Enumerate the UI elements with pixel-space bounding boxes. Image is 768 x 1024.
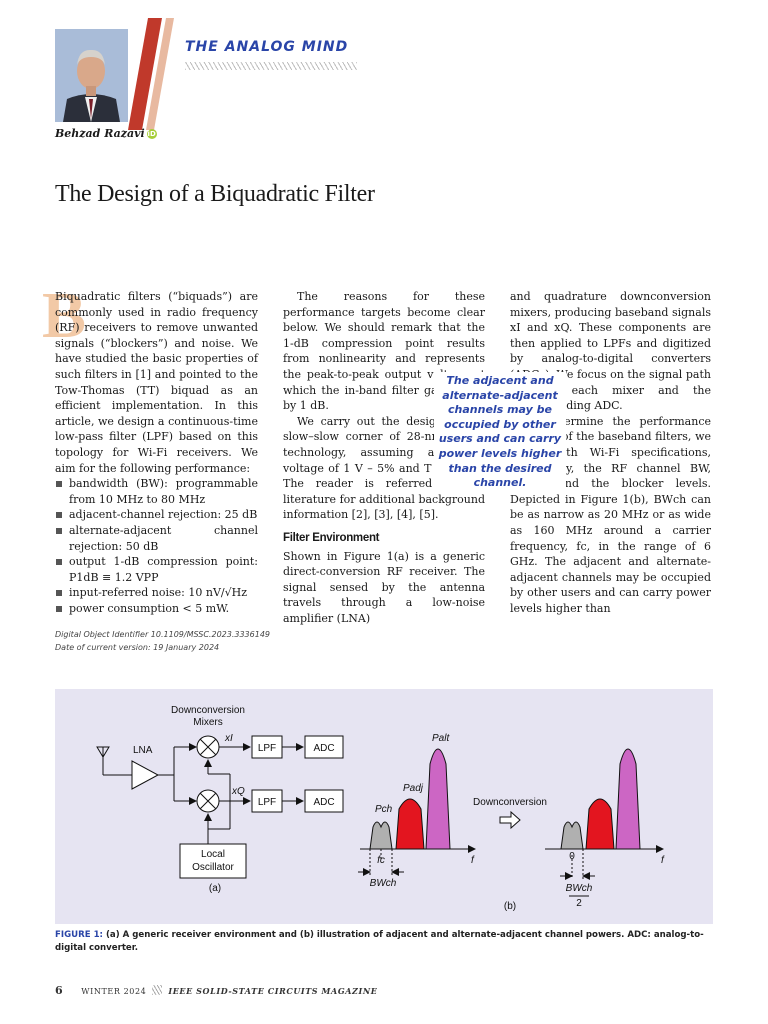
alternate-spectrum-left (425, 748, 451, 850)
bw-ch-label: BWch (370, 878, 397, 889)
pull-quote: The adjacent and alternate-adjacent chan… (434, 372, 566, 493)
doi-line: Digital Object Identifier 10.1109/MSSC.2… (55, 630, 271, 639)
list-item: adjacent-channel rejection: 25 dB (55, 507, 258, 523)
performance-list: bandwidth (BW): programmable from 10 MHz… (55, 476, 258, 616)
orcid-icon[interactable]: iD (146, 129, 157, 139)
adjacent-spectrum-left (395, 798, 425, 850)
p-ch-label: Pch (375, 804, 393, 815)
date-line: Date of current version: 19 January 2024 (55, 643, 220, 652)
panel-a-label: (a) (209, 883, 221, 894)
lo-label-line1: Local (201, 849, 225, 860)
adc-top-label: ADC (313, 743, 334, 754)
list-item: bandwidth (BW): programmable from 10 MHz… (55, 476, 258, 507)
author-name-text: Behzad Razavi (55, 127, 145, 140)
figure-caption: FIGURE 1: (a) A generic receiver environ… (55, 929, 713, 955)
figure-1-diagram: Downconversion Mixers LNA xI xQ LPF ADC … (96, 705, 665, 912)
bw-half-denominator: 2 (576, 898, 582, 909)
lna-label: LNA (133, 745, 153, 756)
mixers-label-line2: Mixers (193, 717, 222, 728)
list-item: power consumption < 5 mW. (55, 601, 258, 617)
xq-label: xQ (231, 786, 245, 797)
panel-b-label: (b) (504, 901, 516, 912)
p-alt-label: Palt (432, 733, 450, 744)
author-photo (55, 29, 128, 122)
bw-half-numerator: BWch (566, 883, 593, 894)
drop-cap: B (42, 279, 87, 352)
adjacent-spectrum-right (585, 798, 615, 850)
header-stripe (128, 18, 174, 130)
list-item: input-referred noise: 10 nV/√Hz (55, 585, 258, 601)
column-1: Biquadratic filters (“biquads”) are comm… (55, 289, 258, 616)
channel-spectrum-left (369, 821, 393, 850)
fc-label: fc (377, 855, 385, 866)
list-item: alternate-adjacent channel rejection: 50… (55, 523, 258, 554)
intro-paragraph: Biquadratic filters (“biquads”) are comm… (55, 290, 258, 475)
series-hatch-decoration (185, 62, 357, 70)
list-item: output 1-dB compression point: P1dB ≡ 1.… (55, 554, 258, 585)
xi-label: xI (224, 733, 233, 744)
doi-note: Digital Object Identifier 10.1109/MSSC.2… (55, 628, 270, 654)
downconversion-arrow-icon (499, 810, 521, 830)
paragraph: Shown in Figure 1(a) is a generic direct… (283, 549, 485, 625)
p-adj-label: Padj (403, 783, 424, 794)
mixers-label-line1: Downconversion (171, 705, 245, 716)
channel-spectrum-right (560, 821, 584, 850)
lpf-top-label: LPF (258, 743, 276, 754)
antenna-icon (96, 746, 110, 773)
page-number: 6 (55, 984, 64, 997)
caption-text: (a) A generic receiver environment and (… (55, 930, 704, 953)
section-heading: Filter Environment (283, 531, 380, 544)
f-left-label: f (471, 855, 475, 866)
magazine-name: IEEE SOLID-STATE CIRCUITS MAGAZINE (168, 986, 378, 996)
page-footer: 6 WINTER 2024 IEEE SOLID-STATE CIRCUITS MA… (55, 984, 377, 997)
paragraph: and quadrature downconversion mixers, pr… (510, 290, 711, 413)
f-right-label: f (661, 855, 665, 866)
lpf-bottom-label: LPF (258, 797, 276, 808)
issue-label: WINTER 2024 (81, 987, 147, 996)
caption-label: FIGURE 1: (55, 930, 103, 940)
article-title: The Design of a Biquadratic Filter (55, 181, 375, 207)
downconversion-label: Downconversion (473, 797, 547, 808)
series-title: THE ANALOG MIND (185, 39, 349, 55)
lna-symbol (131, 760, 160, 790)
alternate-spectrum-right (615, 748, 641, 850)
footer-separator (152, 985, 163, 995)
paragraph: The reasons for these performance target… (283, 290, 485, 413)
zero-label: 0 (569, 851, 575, 862)
lo-label-line2: Oscillator (192, 862, 234, 873)
adc-bottom-label: ADC (313, 797, 334, 808)
figure-1: Downconversion Mixers LNA xI xQ LPF ADC … (55, 689, 713, 924)
